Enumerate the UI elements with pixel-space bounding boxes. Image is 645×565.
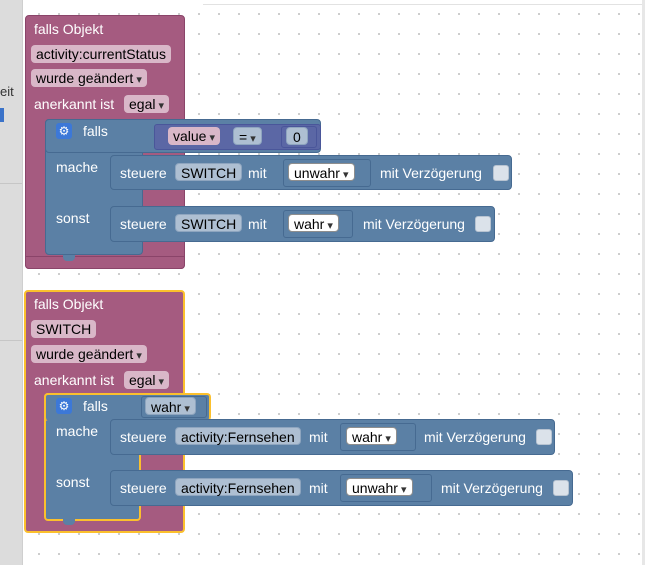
boolean-dropdown[interactable]: unwahr	[346, 478, 413, 496]
number-field[interactable]: 0	[286, 127, 308, 145]
trigger-dropdown[interactable]: wurde geändert	[31, 345, 147, 363]
object-id-field[interactable]: SWITCH	[31, 320, 97, 338]
delay-checkbox[interactable]	[536, 429, 552, 445]
if-label: falls	[83, 123, 108, 139]
action-target[interactable]: activity:Fernsehen	[175, 478, 301, 496]
block-connector	[63, 255, 75, 261]
toolbox-marker	[0, 108, 4, 122]
trigger-title: falls Objekt	[34, 296, 104, 312]
else-label: sonst	[56, 474, 90, 490]
action-prefix: steuere	[120, 165, 167, 181]
action-prefix: steuere	[120, 480, 167, 496]
block-connector	[63, 519, 75, 525]
action-prefix: steuere	[120, 216, 167, 232]
else-label: sonst	[56, 210, 90, 226]
delay-label: mit Verzögerung	[441, 480, 543, 496]
action-prefix: steuere	[120, 429, 167, 445]
variable-dropdown[interactable]: value	[168, 127, 221, 145]
object-id-field[interactable]: activity:currentStatus	[31, 45, 171, 63]
boolean-dropdown[interactable]: wahr	[288, 214, 339, 232]
operator-dropdown[interactable]: =	[233, 127, 262, 145]
ack-label: anerkannt ist	[34, 372, 115, 388]
then-label: mache	[56, 423, 99, 439]
if-label: falls	[83, 398, 108, 414]
workspace-edge	[203, 4, 643, 5]
gear-icon[interactable]: ⚙	[56, 398, 72, 414]
boolean-dropdown[interactable]: wahr	[145, 397, 196, 415]
delay-label: mit Verzögerung	[363, 216, 465, 232]
toolbox-label-fragment: eit	[0, 84, 14, 99]
delay-checkbox[interactable]	[553, 480, 569, 496]
toolbox-divider	[0, 183, 22, 184]
ack-label: anerkannt ist	[34, 96, 115, 112]
delay-label: mit Verzögerung	[424, 429, 526, 445]
trigger-block-1-footer	[25, 256, 185, 269]
toolbox-strip: eit	[0, 0, 23, 565]
action-target[interactable]: SWITCH	[175, 163, 243, 181]
action-target[interactable]: SWITCH	[175, 214, 243, 232]
toolbox-divider	[0, 340, 22, 341]
delay-checkbox[interactable]	[475, 216, 491, 232]
trigger-dropdown[interactable]: wurde geändert	[31, 69, 147, 87]
workspace-scrollbar[interactable]	[642, 0, 645, 565]
action-mit: mit	[248, 216, 267, 232]
action-mit: mit	[309, 480, 328, 496]
action-target[interactable]: activity:Fernsehen	[175, 427, 301, 445]
boolean-dropdown[interactable]: unwahr	[288, 163, 355, 181]
ack-dropdown[interactable]: egal	[124, 371, 170, 389]
action-mit: mit	[248, 165, 267, 181]
action-mit: mit	[309, 429, 328, 445]
boolean-dropdown[interactable]: wahr	[346, 427, 397, 445]
ack-dropdown[interactable]: egal	[124, 95, 170, 113]
trigger-title: falls Objekt	[34, 21, 104, 37]
delay-label: mit Verzögerung	[380, 165, 482, 181]
gear-icon[interactable]: ⚙	[56, 123, 72, 139]
delay-checkbox[interactable]	[493, 165, 509, 181]
then-label: mache	[56, 159, 99, 175]
blockly-workspace[interactable]: falls Objekt activity:currentStatus wurd…	[23, 0, 645, 565]
